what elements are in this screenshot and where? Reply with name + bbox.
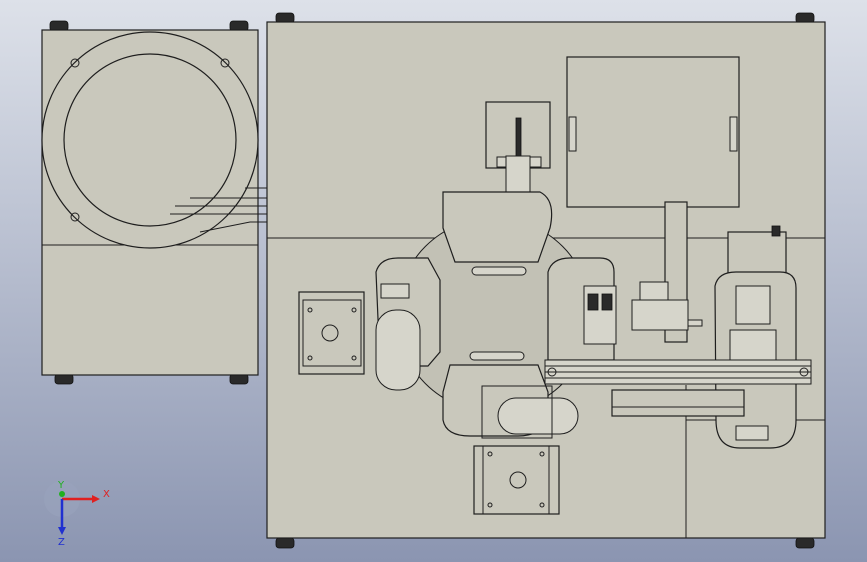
left-station-base xyxy=(298,291,365,375)
conveyor-roller xyxy=(799,367,809,377)
bolt xyxy=(539,451,545,457)
y-axis-label: Y xyxy=(57,480,65,491)
nest-slot xyxy=(469,351,525,361)
clamp-detail xyxy=(601,293,613,311)
transfer-gripper xyxy=(631,299,689,331)
bottom-station-frame xyxy=(481,385,553,439)
z-axis-arrowhead xyxy=(58,527,66,535)
bowl-bolt xyxy=(70,58,80,68)
bolt xyxy=(487,451,493,457)
axis-triad: X Y Z xyxy=(44,480,110,548)
bolt xyxy=(539,502,545,508)
bolt xyxy=(351,307,357,313)
bottom-station[interactable] xyxy=(473,385,579,515)
conveyor-roller xyxy=(547,367,557,377)
bolt xyxy=(351,355,357,361)
bottom-station-inner xyxy=(482,445,550,515)
bottom-station-valve xyxy=(509,471,527,489)
pick-unit-screw xyxy=(515,117,522,159)
bottom-station-guide xyxy=(497,397,579,435)
bolt xyxy=(307,307,313,313)
bolt xyxy=(307,355,313,361)
left-station-inner xyxy=(302,299,362,367)
press-unit-fitting xyxy=(771,225,781,237)
press-unit-top xyxy=(727,231,787,277)
bottom-station-base xyxy=(473,445,560,515)
pick-unit-cylinder xyxy=(505,155,531,195)
control-box-handle-left xyxy=(568,116,577,152)
x-axis-arrowhead xyxy=(92,495,100,503)
bowl-bolt xyxy=(220,58,230,68)
transfer-rod xyxy=(687,319,703,327)
bowl-feeder-module[interactable] xyxy=(41,20,471,385)
control-box-body xyxy=(566,56,740,208)
nest-slot xyxy=(471,266,527,276)
left-station-guide xyxy=(375,309,421,391)
control-box-handle-right xyxy=(729,116,738,152)
press-unit-window xyxy=(735,425,769,441)
bolt xyxy=(487,502,493,508)
left-station-clamp xyxy=(380,283,410,299)
control-box[interactable] xyxy=(566,56,740,208)
bowl-inner-ring xyxy=(63,53,237,227)
left-station[interactable] xyxy=(298,283,421,391)
foot-bottom-left xyxy=(275,537,295,549)
clamp-detail xyxy=(587,293,599,311)
press-unit-die xyxy=(729,329,777,363)
x-axis-label: X xyxy=(103,489,110,500)
z-axis-label: Z xyxy=(58,537,65,548)
foot-bottom-right xyxy=(795,537,815,549)
right-station[interactable] xyxy=(544,201,812,449)
press-unit-head xyxy=(735,285,771,325)
conveyor-under-plate xyxy=(611,389,745,417)
bowl-bolt xyxy=(70,212,80,222)
left-station-valve xyxy=(321,324,339,342)
rotary-nest-top xyxy=(442,191,553,263)
transfer-cylinder xyxy=(639,281,669,303)
y-axis-dot xyxy=(59,491,65,497)
